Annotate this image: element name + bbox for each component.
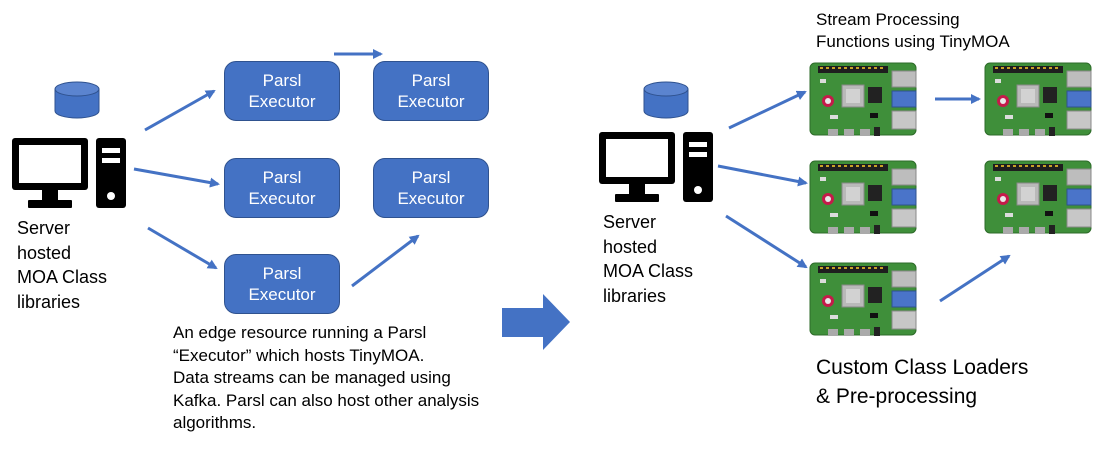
raspberry-pi-board-5 [808,257,922,339]
arrow-board5-to-board4 [939,254,1011,303]
arrow-server-to-exec1 [144,89,216,132]
database-icon-right [643,81,689,126]
server-computer-icon-right [597,128,717,213]
arrow-server-to-board5 [725,214,808,269]
server-computer-icon-left [10,134,130,219]
arrow-server-to-board3 [717,164,808,187]
raspberry-pi-board-1 [808,57,922,139]
arrow-server-to-exec3 [133,167,220,188]
stream-processing-title: Stream Processing Functions using TinyMO… [816,10,1010,51]
server-label-right: Server hosted MOA Class libraries [603,212,694,306]
arrow-server-to-exec5 [147,226,218,270]
raspberry-pi-board-4 [983,155,1097,237]
arrow-exec5-to-exec4 [351,234,420,288]
raspberry-pi-board-3 [808,155,922,237]
big-transition-arrow [502,294,570,350]
raspberry-pi-board-2 [983,57,1097,139]
server-label-left: Server hosted MOA Class libraries [17,218,108,312]
custom-class-loaders-label: Custom Class Loaders & Pre-processing [816,356,1029,408]
database-icon-left [54,81,100,126]
arrow-server-to-board1 [728,90,807,130]
edge-resource-caption: An edge resource running a Parsl “Execut… [173,323,480,432]
